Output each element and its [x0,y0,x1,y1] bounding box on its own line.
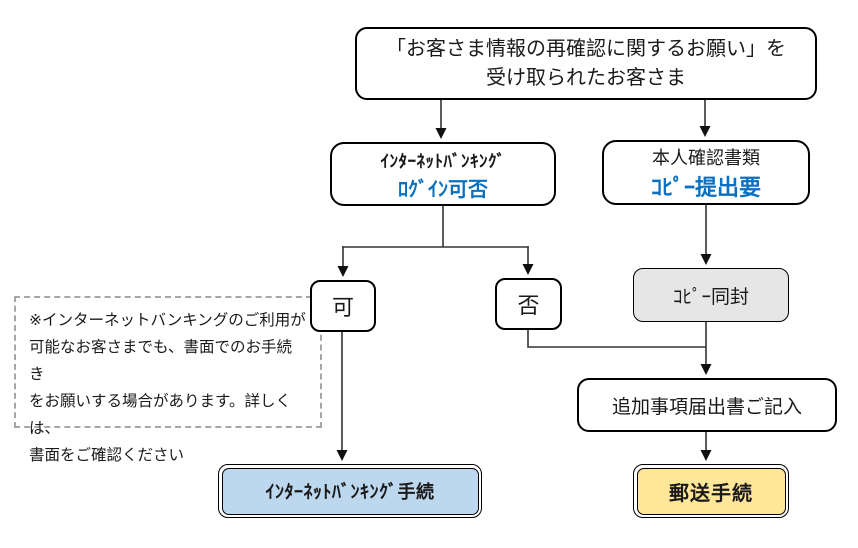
copy-enclose-node: ｺﾋﾟｰ同封 [633,268,789,322]
id-documents-node: 本人確認書類 ｺﾋﾟｰ提出要 [602,140,810,205]
start-node-line2: 受け取られたお客さま [486,66,686,89]
note-box: ※インターネットバンキングのご利用が 可能なお客さまでも、書面でのお手続き をお… [14,296,322,464]
login-yes-node: 可 [310,280,376,332]
login-availability-label: ﾛｸﾞｲﾝ可否 [398,178,488,201]
internet-banking-node: ｲﾝﾀｰﾈｯﾄﾊﾞﾝｷﾝｸﾞ ﾛｸﾞｲﾝ可否 [330,142,556,206]
start-node: 「お客さま情報の再確認に関するお願い」を 受け取られたお客さま [355,27,817,100]
login-no-node: 否 [495,278,562,330]
connector-no-to-merge [527,330,706,348]
internet-banking-label: ｲﾝﾀｰﾈｯﾄﾊﾞﾝｷﾝｸﾞ [380,151,506,171]
additional-form-label: 追加事項届出書ご記入 [611,396,802,418]
mail-procedure-node: 郵送手続 [633,464,789,518]
start-node-line1: 「お客さま情報の再確認に関するお願い」を [386,38,786,61]
login-yes-label: 可 [331,295,354,320]
id-documents-label: 本人確認書類 [652,147,760,168]
internet-banking-procedure-node: ｲﾝﾀｰﾈｯﾄﾊﾞﾝｷﾝｸﾞ手続 [218,464,482,518]
mail-procedure-label: 郵送手続 [636,467,786,515]
additional-form-node: 追加事項届出書ご記入 [577,378,837,432]
login-no-label: 否 [517,293,540,318]
copy-enclose-label: ｺﾋﾟｰ同封 [672,286,749,308]
copy-required-label: ｺﾋﾟｰ提出要 [650,174,761,200]
internet-banking-procedure-label: ｲﾝﾀｰﾈｯﾄﾊﾞﾝｷﾝｸﾞ手続 [221,467,479,515]
